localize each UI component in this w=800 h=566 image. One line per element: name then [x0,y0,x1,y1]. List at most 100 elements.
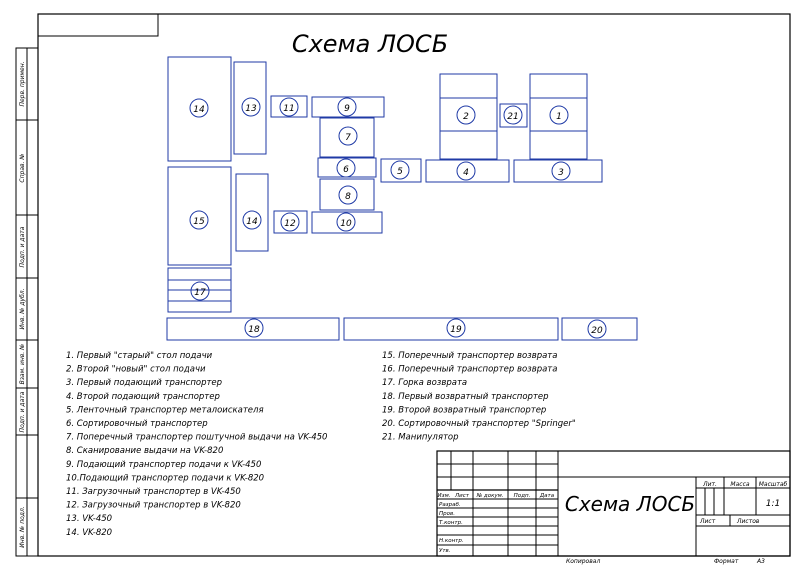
legend-left-item: 8. Сканирование выдачи на VK-820 [66,446,223,456]
svg-text:15: 15 [193,217,205,227]
legend-left-item: 14. VK-820 [66,528,112,538]
svg-text:9: 9 [344,104,350,114]
stamp-header: Изм.Лист № докум. Подп. Дата [438,493,555,499]
block-b15: 15 [167,166,232,266]
svg-text:1: 1 [556,112,562,122]
stamp-header-cell: Подп. [514,493,531,499]
side-label: Подп. и дата [19,391,26,432]
svg-text:18: 18 [248,325,260,335]
svg-text:20: 20 [591,326,603,336]
block-b14b: 14 [235,173,269,252]
svg-text:21: 21 [507,112,518,122]
svg-text:14: 14 [193,105,205,115]
legend-right-item: 19. Второй возвратный транспортер [382,405,546,415]
stamp-scale-value: 1:1 [766,499,780,509]
stamp-title: Схема ЛОСБ [565,492,695,516]
legend-right-item: 16. Поперечный транспортер возврата [382,365,557,375]
legend-right: 15. Поперечный транспортер возврата 16. П… [382,351,576,443]
stamp-format-value: A3 [756,558,765,565]
block-b13: 13 [233,61,267,155]
stamp-row-label: Утв. [439,548,451,554]
svg-text:11: 11 [283,104,294,114]
block-b12: 12 [273,210,308,234]
svg-text:7: 7 [345,133,351,143]
legend-left-item: 2. Второй "новый" стол подачи [66,365,206,375]
block-b1: 1 [529,73,588,160]
stamp-sheet: Лист [699,518,716,525]
block-b4: 4 [425,159,510,183]
svg-text:3: 3 [558,168,564,178]
legend-left-item: 7. Поперечный транспортер поштучной выда… [66,433,327,443]
diagram-title: Схема ЛОСБ [292,30,448,58]
block-b19: 19 [343,317,559,341]
stamp-row-label: Т.контр. [439,520,463,526]
legend-left-item: 4. Второй подающий транспортер [66,392,220,402]
stamp-format: Формат [714,558,739,565]
side-label: Перв. примен. [19,61,26,106]
title-block [436,450,791,557]
side-label: Инв. № подл. [19,506,26,547]
stamp-copied: Копировал [566,558,600,565]
legend-left-item: 6. Сортировочный транспортер [66,419,208,429]
block-b11: 11 [270,95,308,118]
side-strip [15,47,39,557]
side-label: Инв. № дубл. [19,288,26,329]
legend-right-item: 18. Первый возвратный транспортер [382,392,549,402]
svg-text:6: 6 [343,165,349,175]
side-label: Справ. № [19,153,26,182]
block-b5: 5 [380,158,422,183]
stamp-header-cell: № докум. [475,493,503,499]
legend-left-item: 10.Подающий транспортер подачи к VK-820 [66,473,264,483]
svg-text:17: 17 [194,288,206,298]
block-b18: 18 [166,317,340,341]
svg-text:14: 14 [246,217,258,227]
stamp-row-label: Разраб. [439,502,461,508]
stamp-col-mass: Масса [730,481,749,488]
legend-left-item: 9. Подающий транспортер подачи к VK-450 [66,460,261,470]
svg-text:12: 12 [284,219,296,229]
stamp-row-labels: Разраб. Пров. Т.контр. Н.контр. Утв. [439,502,464,554]
block-b10: 10 [311,211,383,234]
legend-right-item: 15. Поперечный транспортер возврата [382,351,557,361]
block-b3: 3 [513,159,603,183]
legend-left: 1. Первый "старый" стол подачи 2. Второй … [66,351,327,538]
stamp-header-cell: Лист [454,493,470,499]
legend-right-item: 20. Сортировочный транспортер "Springer" [382,419,576,429]
side-label: Взам. инв. № [19,344,26,385]
svg-text:5: 5 [397,167,403,177]
block-b9: 9 [311,96,385,118]
block-b7: 7 [319,117,375,158]
stamp-row-label: Пров. [439,511,455,517]
block-b17: 17 [167,267,232,313]
legend-right-item: 17. Горка возврата [382,378,467,388]
legend-left-item: 11. Загрузочный транспортер в VK-450 [66,487,241,497]
svg-text:8: 8 [345,192,351,202]
block-b6: 6 [317,157,377,178]
block-b20: 20 [561,317,638,341]
stamp-col-scale: Масштаб [759,481,788,488]
legend-left-item: 5. Ленточный транспортер металоискателя [66,405,264,415]
block-b2: 2 [439,73,498,160]
legend-left-item: 3. Первый подающий транспортер [66,378,222,388]
svg-text:19: 19 [450,325,462,335]
svg-text:2: 2 [463,112,469,122]
corner-box [37,13,159,37]
side-label: Подп. и дата [19,226,26,267]
stamp-row-label: Н.контр. [439,538,464,544]
stamp-sheets: Листов [736,518,760,525]
block-b14: 14 [167,56,232,162]
stamp-header-cell: Дата [539,493,555,499]
stamp-header-cell: Изм. [438,493,451,499]
block-b8: 8 [319,178,375,211]
legend-left-item: 12. Загрузочный транспортер в VK-820 [66,501,241,511]
legend-left-item: 13. VK-450 [66,514,112,524]
svg-text:13: 13 [245,104,257,114]
svg-text:4: 4 [463,168,469,178]
layout-blocks: 14 13 11 9 7 6 [166,56,638,341]
block-b21: 21 [499,103,528,128]
stamp-col-lit: Лит. [702,481,717,488]
legend-left-item: 1. Первый "старый" стол подачи [66,351,213,361]
svg-text:10: 10 [340,219,352,229]
